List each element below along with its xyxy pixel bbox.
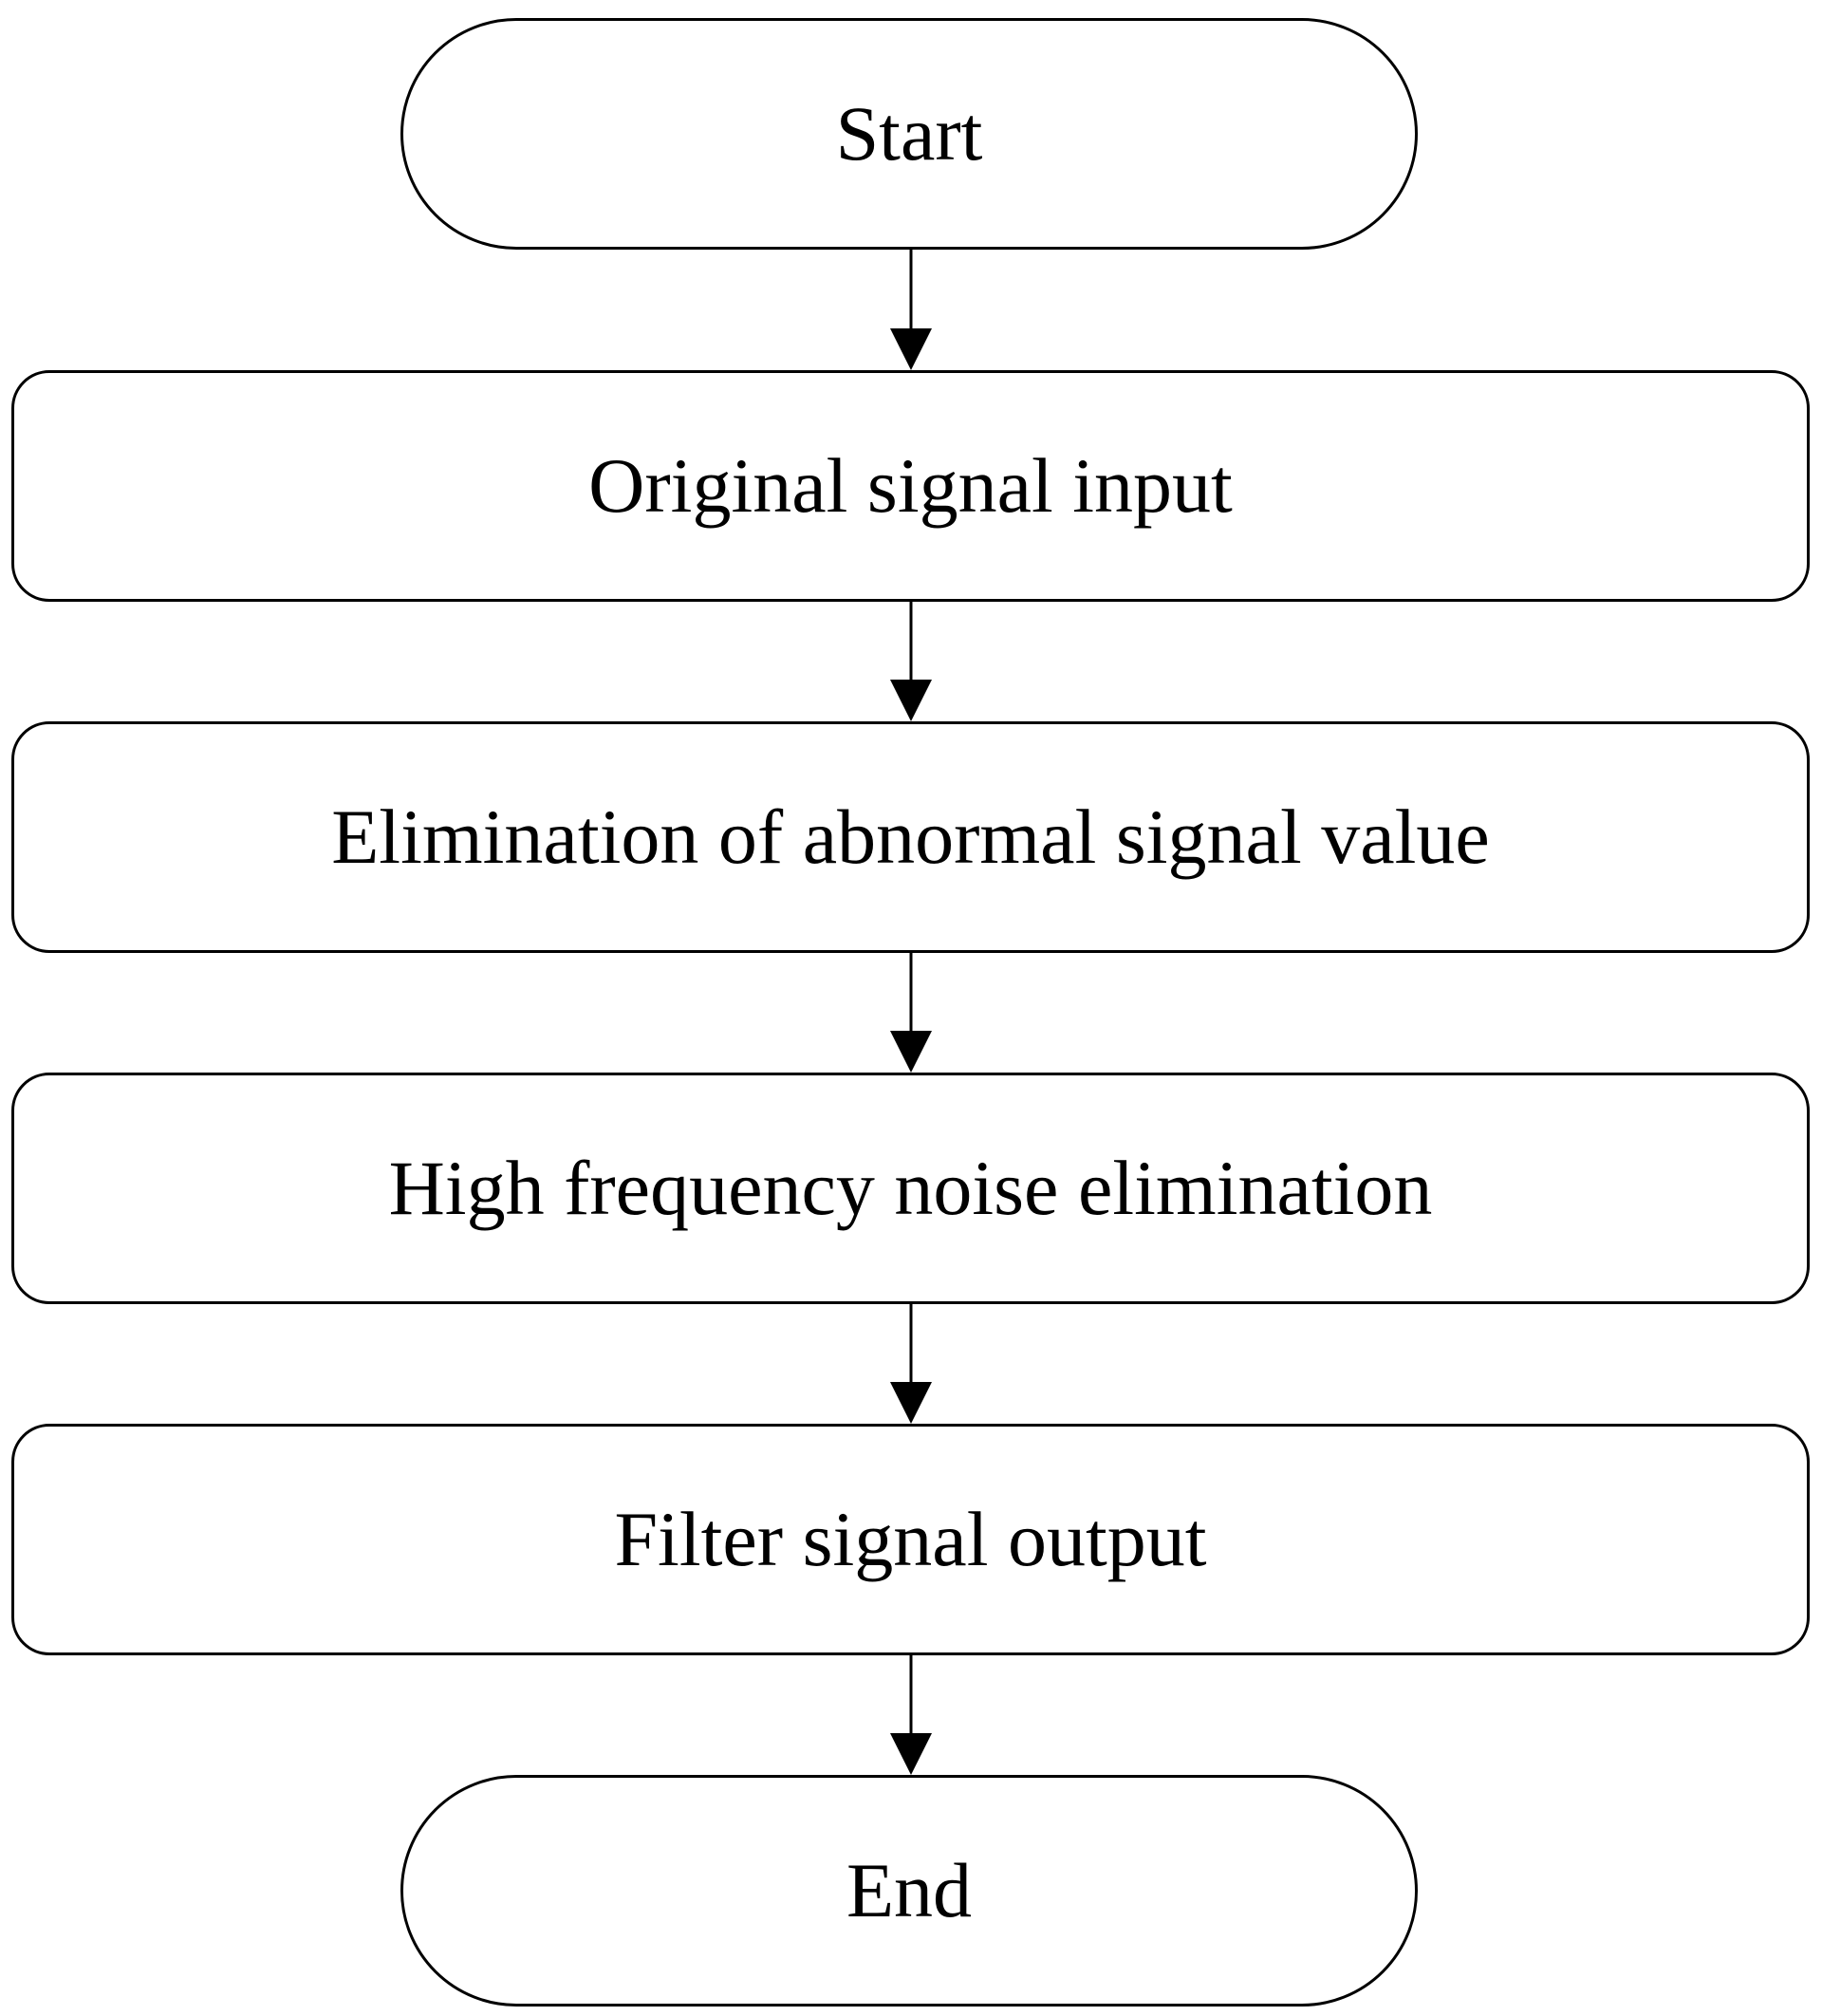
start-terminal: Start bbox=[400, 18, 1418, 250]
step-label: High frequency noise elimination bbox=[388, 1145, 1433, 1231]
arrow-start-to-step1 bbox=[890, 250, 932, 370]
step-label: Filter signal output bbox=[614, 1496, 1207, 1582]
step-label: Original signal input bbox=[588, 442, 1233, 529]
step-elimination-abnormal-value: Elimination of abnormal signal value bbox=[11, 721, 1810, 953]
step-label: Elimination of abnormal signal value bbox=[331, 793, 1490, 880]
arrow-step1-to-step2 bbox=[890, 602, 932, 721]
end-terminal: End bbox=[400, 1775, 1418, 2007]
start-label: Start bbox=[835, 90, 983, 177]
arrow-step3-to-step4 bbox=[890, 1304, 932, 1424]
step-original-signal-input: Original signal input bbox=[11, 370, 1810, 602]
end-label: End bbox=[846, 1847, 973, 1933]
step-high-frequency-noise-elimination: High frequency noise elimination bbox=[11, 1073, 1810, 1304]
arrow-step2-to-step3 bbox=[890, 953, 932, 1073]
step-filter-signal-output: Filter signal output bbox=[11, 1424, 1810, 1655]
arrow-step4-to-end bbox=[890, 1655, 932, 1775]
